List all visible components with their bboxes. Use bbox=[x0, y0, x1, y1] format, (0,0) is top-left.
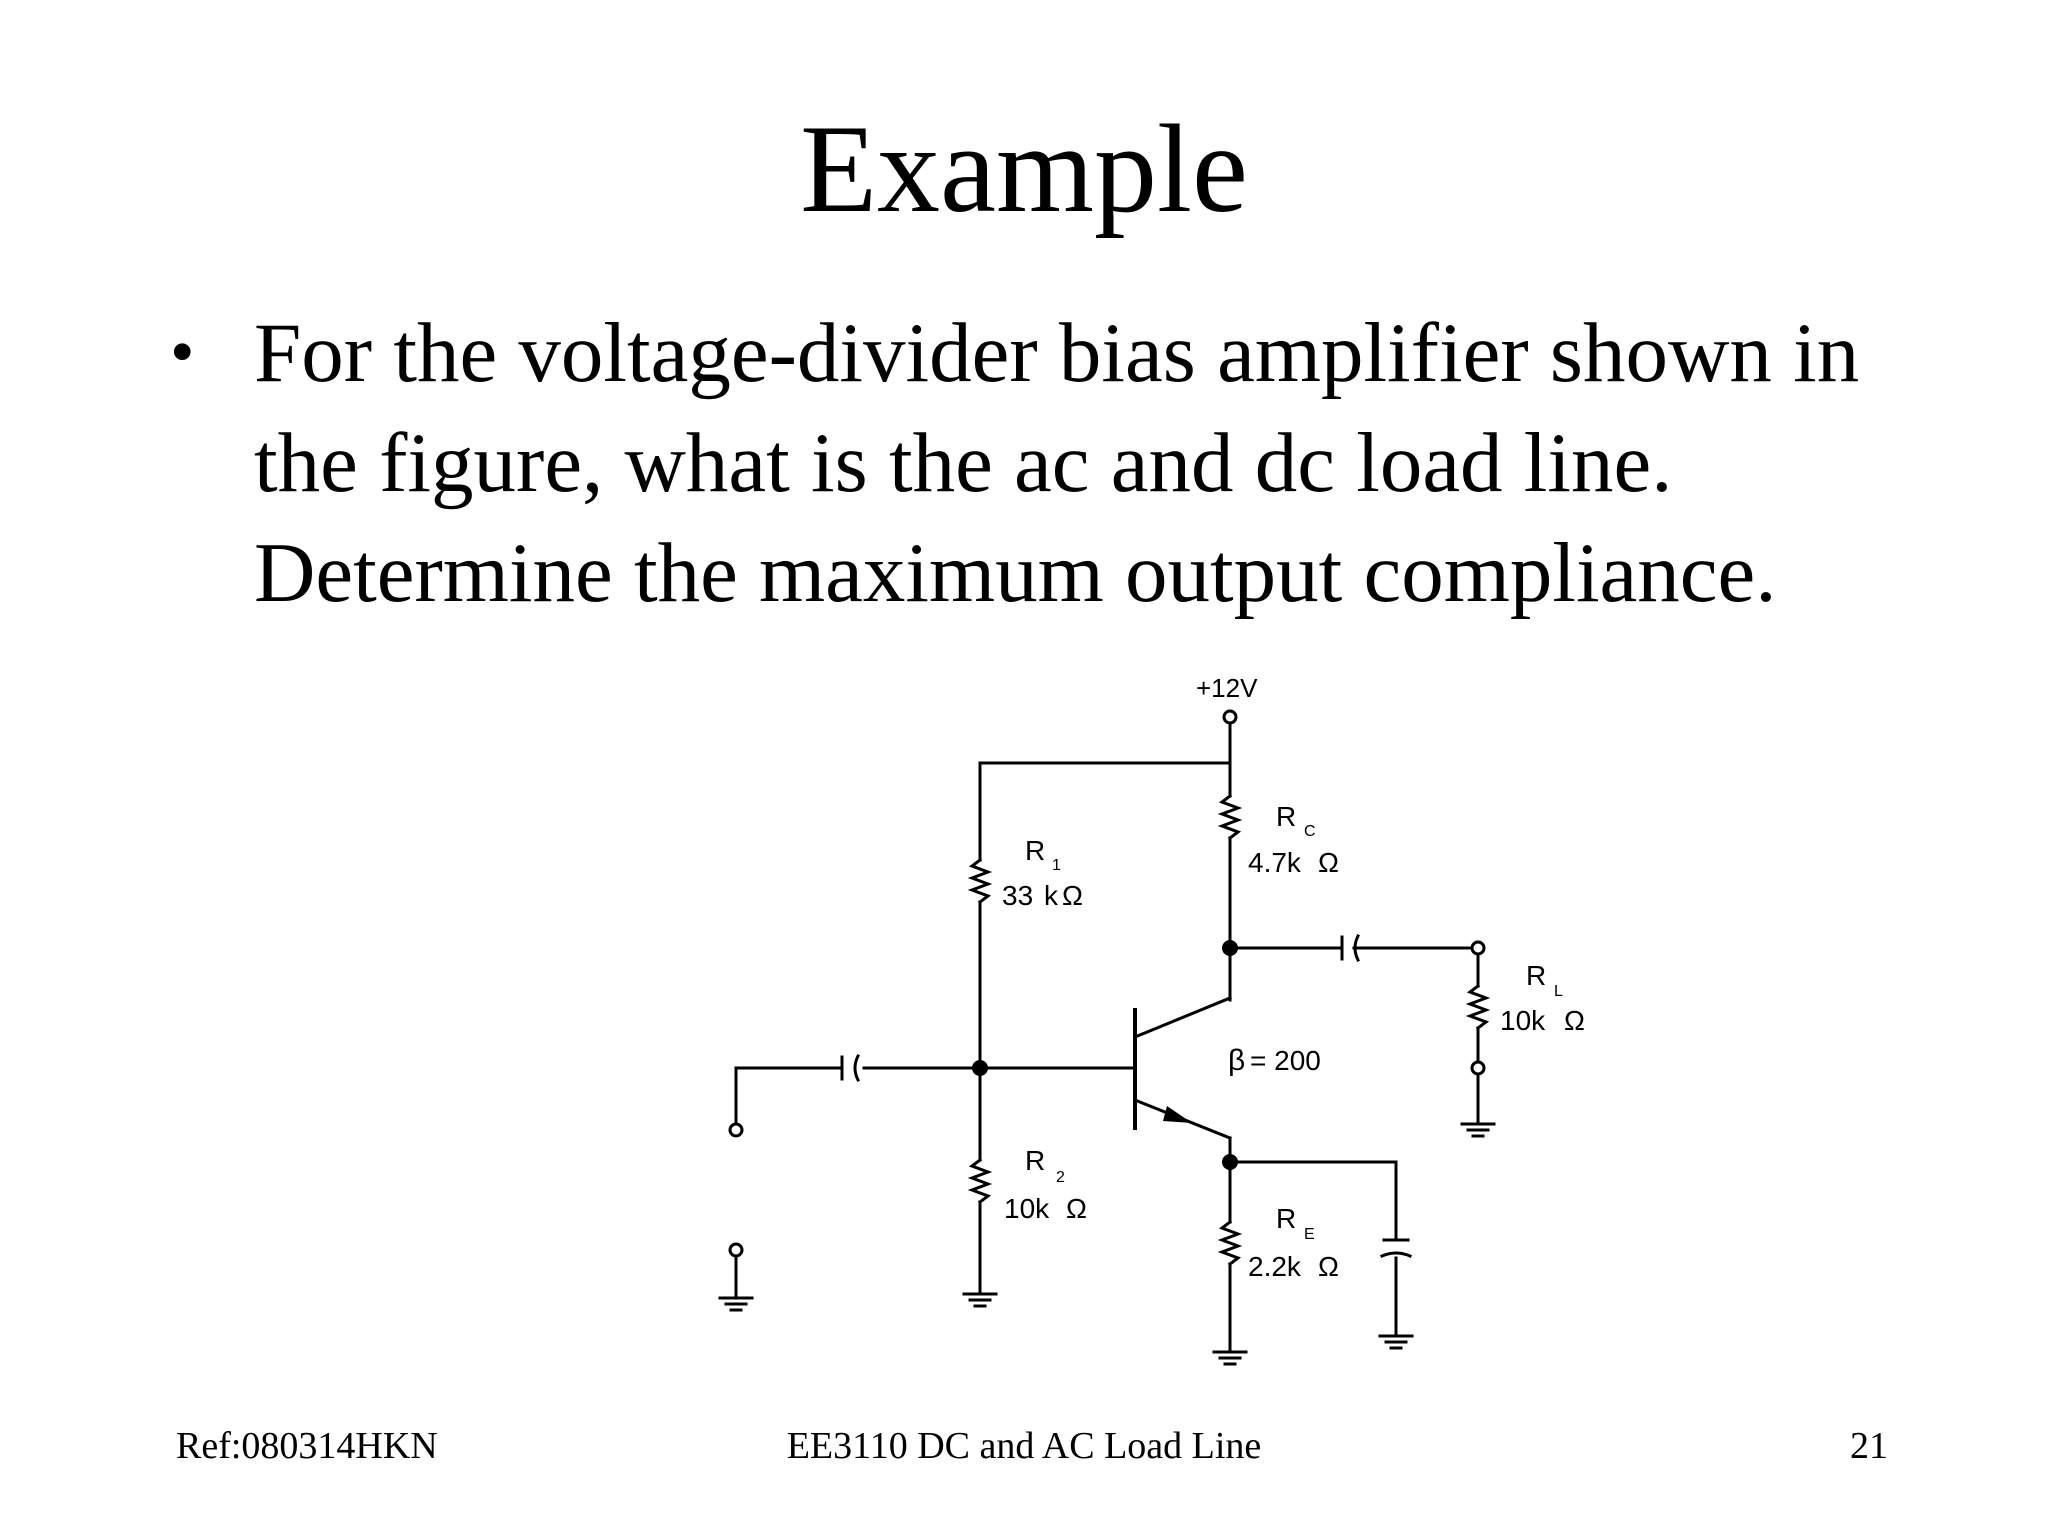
circuit-diagram: +12V R 1 33 k Ω R C 4.7k Ω R L 10k Ω β =… bbox=[718, 673, 1585, 1366]
re-resistor bbox=[1217, 1219, 1243, 1267]
collector-junction bbox=[1222, 940, 1238, 956]
circuit-label: 4.7k bbox=[1248, 847, 1302, 878]
circuit-label: 10k bbox=[1004, 1193, 1050, 1224]
footer-reference: Ref:080314HKN bbox=[176, 1425, 438, 1467]
circuit-label: C bbox=[1304, 823, 1316, 840]
bullet-text: For the voltage-divider bias amplifier s… bbox=[254, 306, 1860, 620]
circuit-label: R bbox=[1276, 801, 1296, 832]
circuit-label: R bbox=[1025, 1145, 1045, 1176]
rc-resistor bbox=[1217, 793, 1243, 841]
base-junction bbox=[972, 1060, 988, 1076]
input-ground-terminal bbox=[728, 1242, 744, 1258]
r2-resistor bbox=[967, 1157, 993, 1205]
circuit-label: 1 bbox=[1052, 857, 1061, 874]
circuit-label: 10k bbox=[1500, 1005, 1546, 1036]
circuit-label: 2 bbox=[1056, 1169, 1065, 1186]
circuit-label: L bbox=[1554, 983, 1563, 1000]
circuit-label: Ω bbox=[1564, 1005, 1585, 1036]
circuit-label: R bbox=[1526, 960, 1546, 991]
load-terminal bbox=[1470, 1060, 1486, 1076]
supply-terminal bbox=[1222, 709, 1238, 725]
input-terminal bbox=[728, 1122, 744, 1138]
supply-label: +12V bbox=[1196, 673, 1258, 703]
output-terminal bbox=[1470, 940, 1486, 956]
circuit-label: Ω bbox=[1062, 880, 1083, 911]
circuit-label: Ω bbox=[1318, 1251, 1339, 1282]
circuit-label: k bbox=[1044, 880, 1059, 911]
circuit-label: Ω bbox=[1318, 847, 1339, 878]
circuit-label: E bbox=[1304, 1226, 1315, 1243]
bullet-dot-icon: • bbox=[170, 314, 195, 391]
slide-title: Example bbox=[800, 100, 1248, 239]
footer-course-title: EE3110 DC and AC Load Line bbox=[786, 1425, 1262, 1467]
circuit-label: Ω bbox=[1066, 1193, 1087, 1224]
emitter-junction bbox=[1222, 1154, 1238, 1170]
circuit-label: 2.2k bbox=[1248, 1251, 1302, 1282]
r1-resistor bbox=[967, 857, 993, 905]
slide-number: 21 bbox=[1850, 1425, 1888, 1467]
circuit-label: R bbox=[1025, 835, 1045, 866]
circuit-label: R bbox=[1276, 1203, 1296, 1234]
circuit-label: 33 bbox=[1002, 880, 1033, 911]
beta-symbol: β bbox=[1228, 1044, 1245, 1077]
emitter-arrow-icon bbox=[1163, 1106, 1192, 1123]
rl-resistor bbox=[1465, 983, 1491, 1031]
beta-value: = 200 bbox=[1250, 1045, 1321, 1076]
